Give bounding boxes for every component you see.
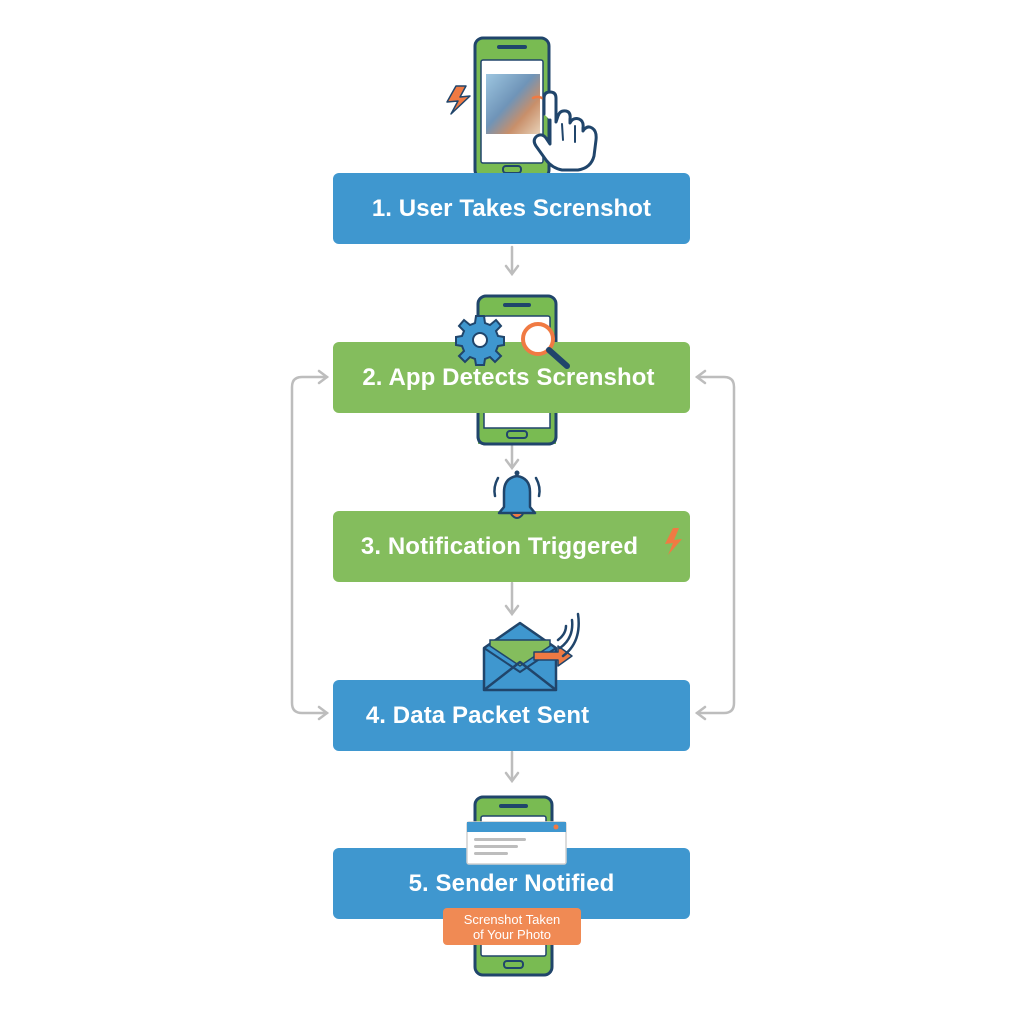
connector-arrows [290, 245, 736, 784]
loop-left [290, 375, 329, 715]
notification-toast: Screnshot Taken of Your Photo [443, 908, 581, 945]
step-4-box: 4. Data Packet Sent [333, 680, 690, 751]
lightning-icon [446, 85, 471, 115]
step-3-label: 3. Notification Triggered [360, 532, 639, 560]
step-2-box: 2. App Detects Screnshot [333, 342, 690, 413]
step-1-box: 1. User Takes Screnshot [333, 173, 690, 244]
step-4-label: 4. Data Packet Sent [365, 701, 590, 729]
step-5-label: 5. Sender Notified [408, 869, 615, 897]
phone-screenshot-icon [473, 36, 551, 180]
tap-hand-icon [532, 90, 598, 172]
toast-line-2: of Your Photo [472, 926, 552, 942]
toast-line-1: Screnshot Taken [463, 911, 561, 927]
step-3-box: 3. Notification Triggered [333, 511, 690, 582]
step-1-label: 1. User Takes Screnshot [371, 194, 652, 222]
step-2-label: 2. App Detects Screnshot [362, 363, 655, 391]
loop-right [695, 375, 736, 715]
